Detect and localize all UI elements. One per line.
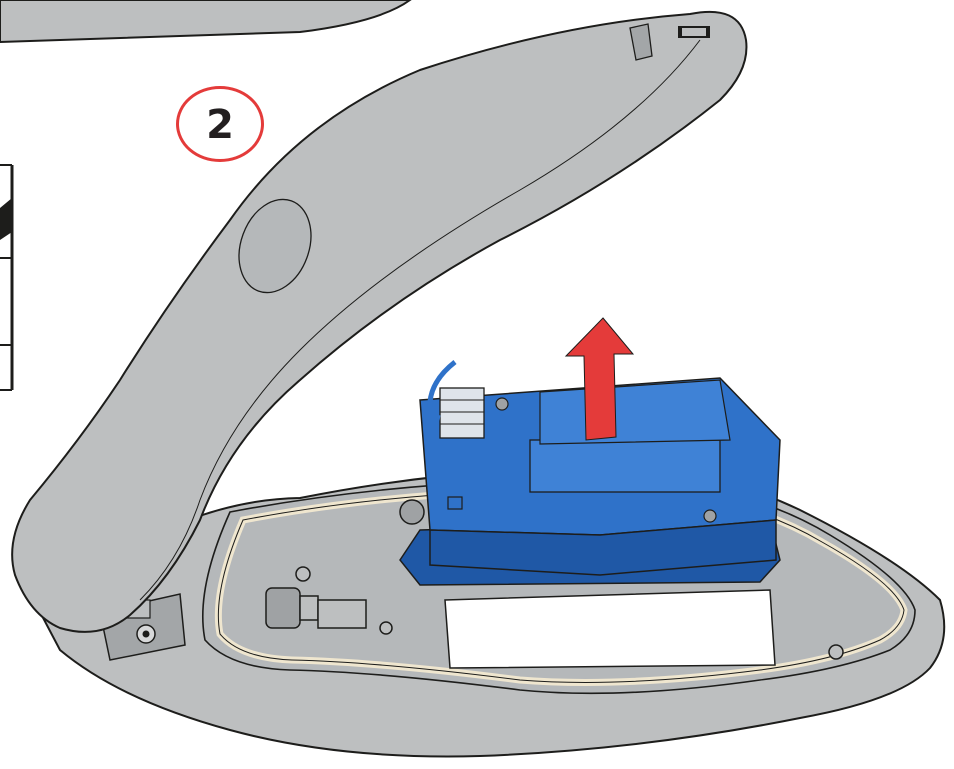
lid-inner-edge xyxy=(139,39,701,601)
side-panel-frame xyxy=(0,164,14,391)
connector-icon xyxy=(439,387,485,439)
step-number: 2 xyxy=(206,102,234,148)
cable-tie xyxy=(427,360,457,421)
lid-recess xyxy=(238,198,312,294)
previous-panel-edge xyxy=(0,0,412,44)
mount-boss xyxy=(295,566,311,582)
electronics-module xyxy=(399,360,781,586)
lid-latch xyxy=(629,23,710,61)
relay-block xyxy=(529,439,721,493)
bottom-opening xyxy=(444,589,776,669)
mount-boss xyxy=(379,621,393,635)
inner-clip xyxy=(317,599,367,629)
lid xyxy=(11,10,748,633)
upward-arrow xyxy=(564,317,635,441)
mount-boss xyxy=(828,644,844,660)
step-badge: 2 xyxy=(176,86,264,162)
